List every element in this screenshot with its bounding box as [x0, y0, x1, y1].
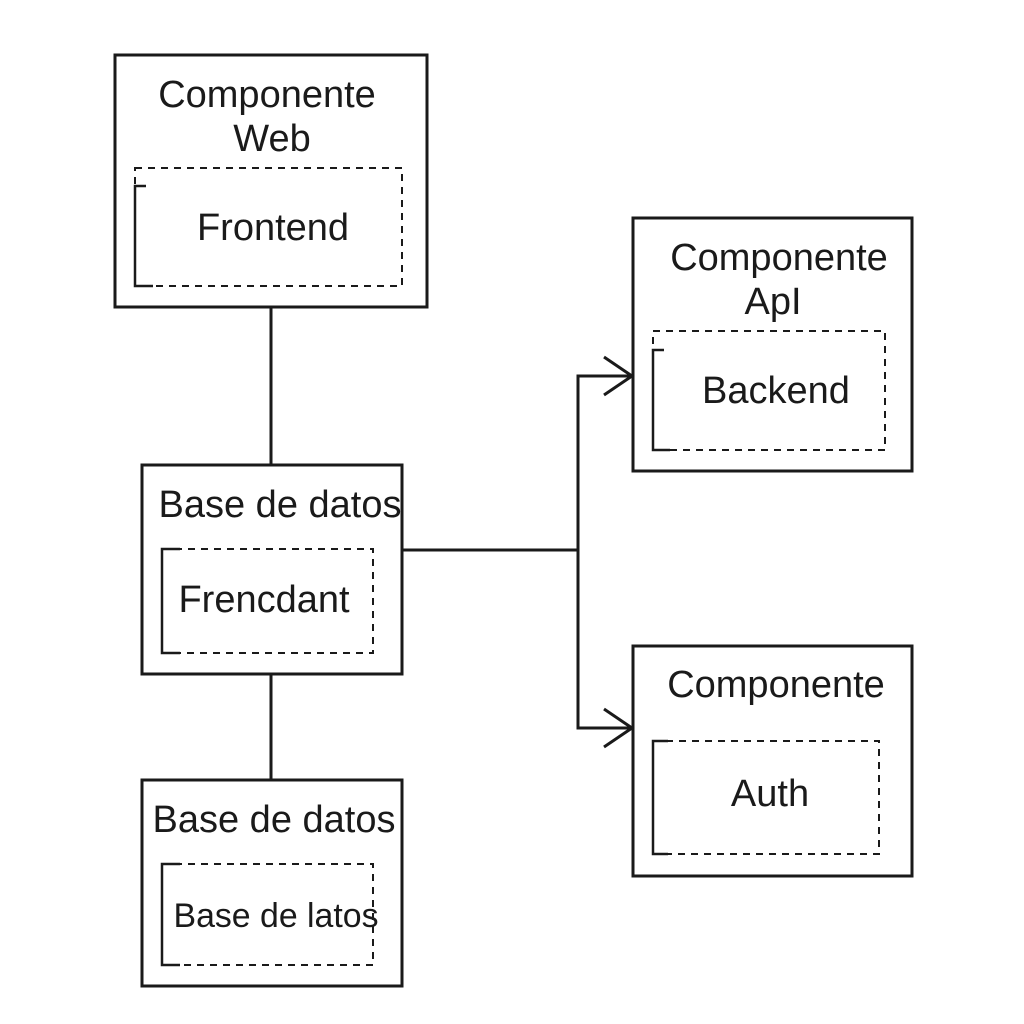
database-bottom-box: [140, 778, 404, 988]
component-api-title-line1: Componente: [670, 237, 888, 279]
database-main-inner-bracket: [160, 547, 180, 655]
database-bottom-inner-bracket: [160, 862, 180, 967]
component-web-title-line1: Componente: [158, 74, 376, 116]
database-bottom-title: Base de datos: [153, 799, 396, 841]
component-api: Componente ApI Backend: [631, 216, 914, 473]
component-api-inner-bracket: [651, 348, 670, 452]
component-api-title-line2: ApI: [744, 281, 801, 323]
component-web-inner-label: Frontend: [197, 207, 349, 249]
database-main: Base de datos Frencdant: [140, 463, 404, 676]
component-api-inner-label: Backend: [702, 370, 850, 412]
component-web-inner-box: [134, 167, 403, 287]
component-web: Componente Web Frontend: [113, 53, 429, 309]
component-web-title-line2: Web: [233, 118, 310, 160]
connectors: [269, 307, 635, 780]
component-api-box: [631, 216, 914, 473]
component-auth-inner-bracket: [651, 739, 668, 856]
component-web-box: [113, 53, 429, 309]
connector-branch-to-auth: [576, 550, 632, 730]
database-main-box: [140, 463, 404, 676]
database-bottom-inner-label: Base de latos: [174, 897, 379, 935]
component-auth-title-line1: Componente: [667, 664, 885, 706]
component-auth-inner-label: Auth: [731, 773, 809, 815]
connector-branch-to-api: [576, 374, 632, 550]
component-auth: Componente Auth: [631, 644, 914, 878]
component-web-inner-bracket: [133, 184, 153, 288]
component-auth-box: [631, 644, 914, 878]
database-main-inner-label: Frencdant: [178, 579, 350, 621]
database-bottom: Base de datos Base de latos: [140, 778, 404, 988]
database-main-title: Base de datos: [159, 484, 402, 526]
